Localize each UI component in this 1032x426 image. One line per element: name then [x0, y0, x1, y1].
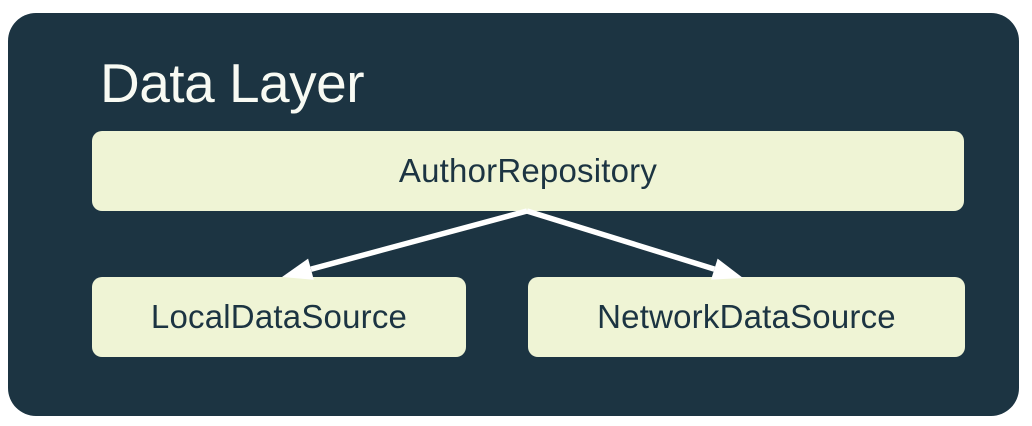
- node-local-data-source: LocalDataSource: [92, 277, 466, 357]
- node-network-data-source: NetworkDataSource: [528, 277, 965, 357]
- node-local-data-source-label: LocalDataSource: [150, 298, 408, 335]
- diagram-title: Data Layer: [100, 52, 365, 114]
- node-network-data-source-label: NetworkDataSource: [597, 298, 896, 335]
- node-author-repository-label: AuthorRepository: [398, 152, 658, 189]
- node-author-repository: AuthorRepository: [92, 131, 964, 211]
